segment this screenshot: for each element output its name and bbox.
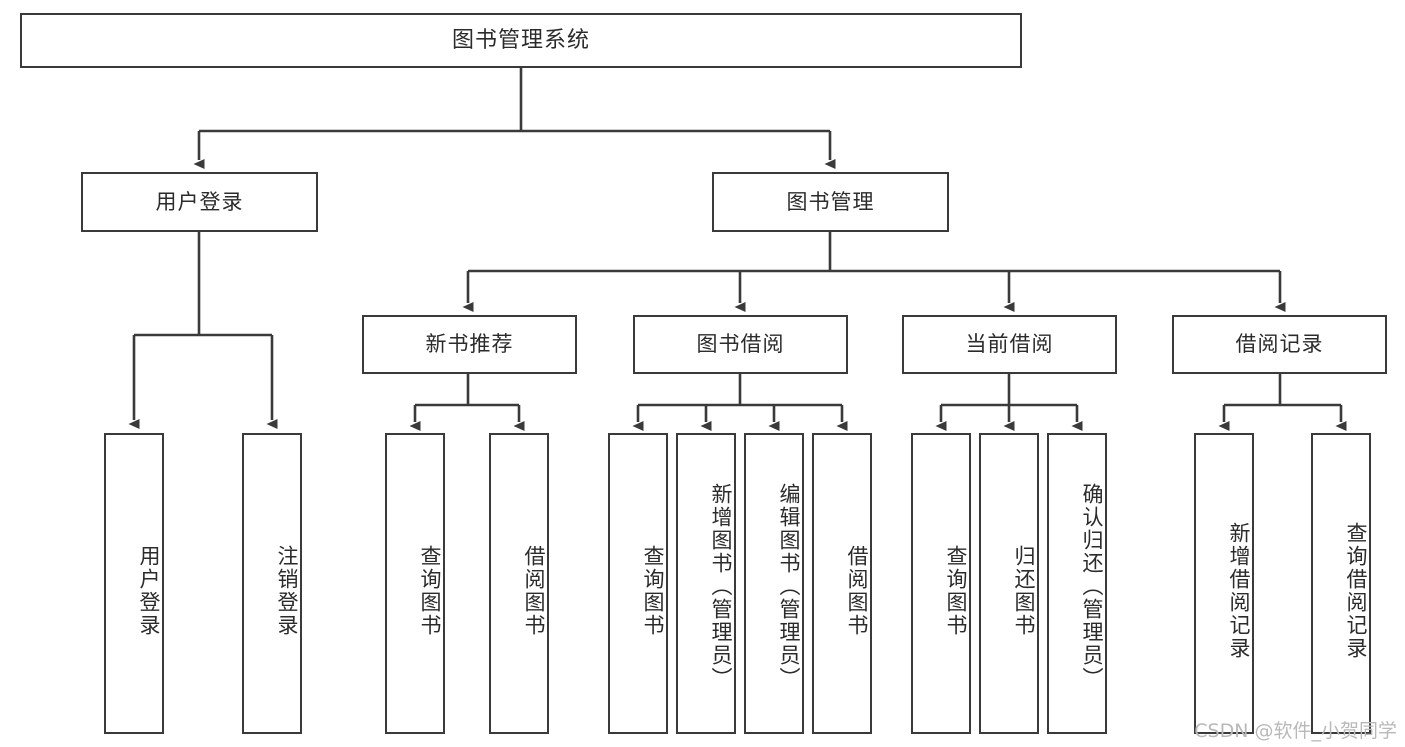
node-label: 图书管理系统 bbox=[451, 27, 590, 53]
node-label: 注销登录 bbox=[275, 544, 299, 637]
node-label: 用户登录 bbox=[137, 544, 161, 637]
leaf-query-book-recommend[interactable]: 查询图书 bbox=[385, 433, 445, 734]
node-root-book-management-system[interactable]: 图书管理系统 bbox=[20, 13, 1022, 68]
node-label: 新增借阅记录 bbox=[1227, 521, 1251, 660]
watermark-text: CSDN @软件_小贺同学 bbox=[1194, 720, 1397, 742]
edge-borrow-record-to-leaves bbox=[1218, 374, 1347, 431]
leaf-query-book-current[interactable]: 查询图书 bbox=[911, 433, 971, 734]
node-book-borrow[interactable]: 图书借阅 bbox=[633, 315, 848, 374]
node-label: 查询图书 bbox=[944, 544, 968, 637]
leaf-confirm-return-admin[interactable]: 确认归还（管理员） bbox=[1047, 433, 1107, 734]
leaf-query-borrow-record[interactable]: 查询借阅记录 bbox=[1311, 433, 1371, 734]
node-borrow-record[interactable]: 借阅记录 bbox=[1172, 315, 1387, 374]
leaf-user-login[interactable]: 用户登录 bbox=[104, 433, 164, 734]
edge-book-mgmt-to-level3 bbox=[462, 232, 1286, 312]
node-label: 编辑图书（管理员） bbox=[777, 483, 801, 690]
edge-root-to-level2 bbox=[193, 68, 836, 169]
node-book-management[interactable]: 图书管理 bbox=[712, 172, 949, 232]
leaf-add-book-admin[interactable]: 新增图书（管理员） bbox=[676, 433, 736, 734]
edge-current-borrow-to-leaves bbox=[935, 374, 1083, 431]
node-label: 新书推荐 bbox=[425, 332, 514, 357]
node-label: 查询借阅记录 bbox=[1344, 521, 1368, 660]
edge-book-borrow-to-leaves bbox=[632, 374, 848, 431]
node-label: 查询图书 bbox=[418, 544, 442, 637]
leaf-logout[interactable]: 注销登录 bbox=[242, 433, 302, 734]
leaf-query-book-borrow[interactable]: 查询图书 bbox=[608, 433, 668, 734]
node-label: 借阅记录 bbox=[1235, 332, 1324, 357]
node-label: 新增图书（管理员） bbox=[709, 483, 733, 690]
edge-new-book-to-leaves bbox=[409, 374, 525, 431]
node-label: 确认归还（管理员） bbox=[1080, 483, 1104, 690]
leaf-return-book[interactable]: 归还图书 bbox=[979, 433, 1039, 734]
node-label: 查询图书 bbox=[641, 544, 665, 637]
leaf-borrow-book[interactable]: 借阅图书 bbox=[812, 433, 872, 734]
node-label: 用户登录 bbox=[155, 189, 244, 214]
node-label: 当前借阅 bbox=[965, 332, 1054, 357]
node-label: 归还图书 bbox=[1012, 544, 1036, 637]
edge-user-login-to-leaves bbox=[128, 232, 278, 429]
node-label: 借阅图书 bbox=[522, 544, 546, 637]
leaf-add-borrow-record[interactable]: 新增借阅记录 bbox=[1194, 433, 1254, 734]
leaf-edit-book-admin[interactable]: 编辑图书（管理员） bbox=[744, 433, 804, 734]
node-user-login[interactable]: 用户登录 bbox=[81, 172, 318, 232]
node-new-book-recommend[interactable]: 新书推荐 bbox=[362, 315, 577, 374]
node-label: 借阅图书 bbox=[845, 544, 869, 637]
node-label: 图书管理 bbox=[786, 189, 875, 214]
node-current-borrow[interactable]: 当前借阅 bbox=[902, 315, 1117, 374]
node-label: 图书借阅 bbox=[696, 332, 785, 357]
leaf-borrow-book-recommend[interactable]: 借阅图书 bbox=[489, 433, 549, 734]
